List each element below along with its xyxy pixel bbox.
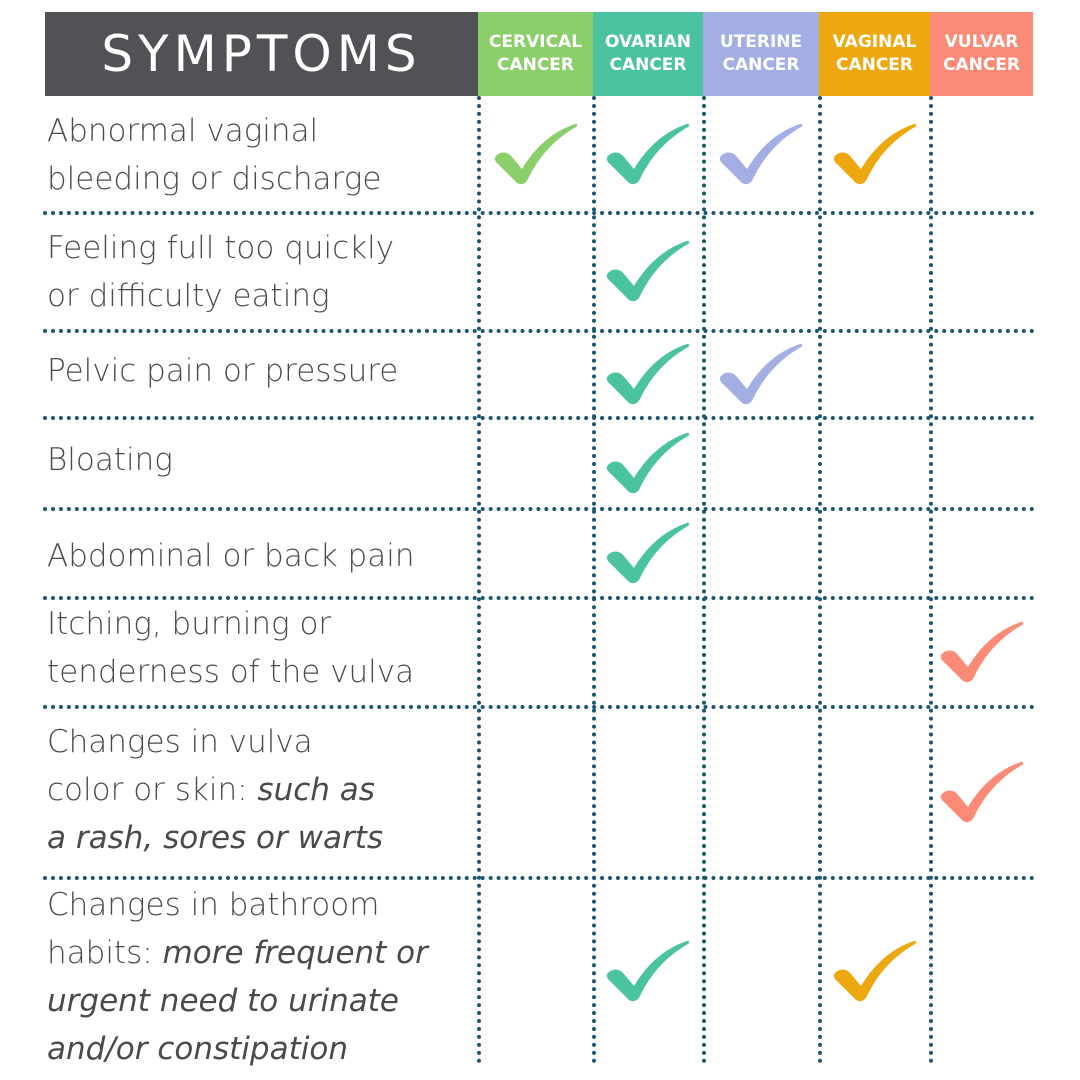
symptom-line: urgent need to urinate xyxy=(47,977,472,1025)
row-divider xyxy=(43,329,1035,333)
symptom-label: Itching, burning or tenderness of the vul… xyxy=(47,600,472,696)
row-divider xyxy=(43,705,1035,709)
symptom-label: Feeling full too quickly or difficulty ea… xyxy=(47,224,472,320)
checkmark-icon xyxy=(606,123,690,185)
symptom-line: Itching, burning or xyxy=(47,600,472,648)
row-divider xyxy=(43,596,1035,600)
symptom-label: Changes in bathroom habits: more frequent… xyxy=(47,881,472,1073)
symptom-line: Feeling full too quickly xyxy=(47,224,472,272)
symptom-example-text: such as xyxy=(257,772,375,808)
symptom-text: Bloating xyxy=(47,442,173,478)
row-divider xyxy=(43,211,1035,215)
symptom-line: color or skin: such as xyxy=(47,766,472,814)
symptom-line: Changes in bathroom xyxy=(47,881,472,929)
column-divider xyxy=(477,96,481,1064)
symptom-text: Feeling full too quickly xyxy=(47,230,395,266)
symptoms-header: SYMPTOMS xyxy=(45,12,478,96)
symptom-line: and/or constipation xyxy=(47,1025,472,1073)
symptom-label: Pelvic pain or pressure xyxy=(47,347,472,395)
symptom-label: Changes in vulva color or skin: such as a … xyxy=(47,718,472,862)
symptom-text: bleeding or discharge xyxy=(47,161,382,197)
symptom-example-text: urgent need to urinate xyxy=(47,983,399,1019)
symptom-line: Abdominal or back pain xyxy=(47,532,472,580)
symptom-line: Changes in vulva xyxy=(47,718,472,766)
checkmark-icon xyxy=(833,940,916,1001)
checkmark-icon xyxy=(833,123,916,185)
checkmark-icon xyxy=(606,432,690,493)
symptom-line: or difficulty eating xyxy=(47,272,472,320)
symptom-line: bleeding or discharge xyxy=(47,155,472,203)
row-divider xyxy=(43,507,1035,511)
checkmark-icon xyxy=(719,123,803,185)
symptom-line: Pelvic pain or pressure xyxy=(47,347,472,395)
symptom-example-text: a rash, sores or warts xyxy=(47,820,384,856)
header-ovarian-cancer: OVARIAN CANCER xyxy=(593,12,703,96)
checkmark-icon xyxy=(606,343,690,404)
symptom-text: color or skin: xyxy=(47,772,258,808)
header-vulvar-cancer: VULVAR CANCER xyxy=(930,12,1033,96)
symptom-example-text: and/or constipation xyxy=(47,1031,348,1067)
symptom-line: a rash, sores or warts xyxy=(47,814,472,862)
symptom-line: Abnormal vaginal xyxy=(47,107,472,155)
header-uterine-cancer: UTERINE CANCER xyxy=(703,12,819,96)
symptom-line: habits: more frequent or xyxy=(47,929,472,977)
row-divider xyxy=(43,876,1035,880)
header-vaginal-cancer: VAGINAL CANCER xyxy=(819,12,930,96)
symptom-label: Abdominal or back pain xyxy=(47,532,472,580)
checkmark-icon xyxy=(494,123,577,185)
checkmark-icon xyxy=(719,343,803,404)
symptom-text: habits: xyxy=(47,935,163,971)
checkmark-icon xyxy=(606,240,690,302)
column-divider xyxy=(702,96,706,1064)
checkmark-icon xyxy=(606,940,690,1001)
symptom-label: Bloating xyxy=(47,436,472,484)
symptom-label: Abnormal vaginal bleeding or discharge xyxy=(47,107,472,203)
symptom-text: Changes in bathroom xyxy=(47,887,380,923)
column-divider xyxy=(929,96,933,1064)
symptom-line: Bloating xyxy=(47,436,472,484)
row-divider xyxy=(43,416,1035,420)
header-cervical-cancer: CERVICAL CANCER xyxy=(478,12,593,96)
symptom-text: or difficulty eating xyxy=(47,278,330,314)
symptom-text: Abdominal or back pain xyxy=(47,538,415,574)
symptom-text: tenderness of the vulva xyxy=(47,654,415,690)
checkmark-icon xyxy=(940,621,1023,682)
checkmark-icon xyxy=(606,522,690,583)
symptom-text: Changes in vulva xyxy=(47,724,313,760)
column-divider xyxy=(592,96,596,1064)
symptom-text: Itching, burning or xyxy=(47,606,332,642)
symptom-line: tenderness of the vulva xyxy=(47,648,472,696)
symptom-text: Pelvic pain or pressure xyxy=(47,353,399,389)
checkmark-icon xyxy=(940,761,1023,822)
column-divider xyxy=(818,96,822,1064)
symptom-text: Abnormal vaginal xyxy=(47,113,319,149)
symptom-example-text: more frequent or xyxy=(162,935,428,971)
